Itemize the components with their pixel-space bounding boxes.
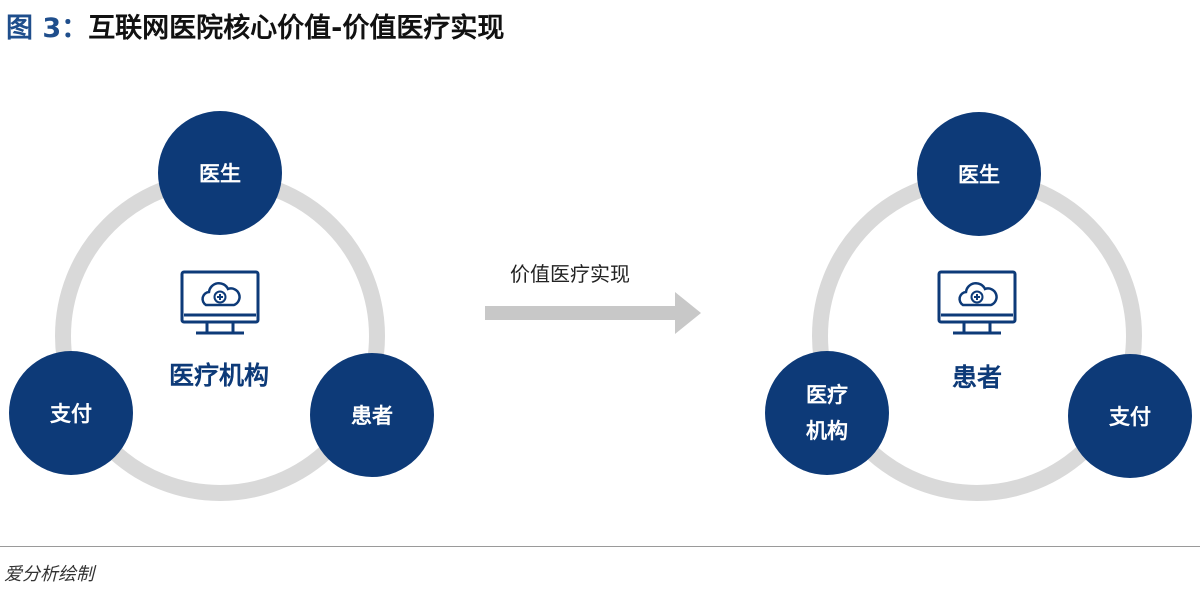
- footer-divider: [0, 546, 1200, 547]
- left-center-label: 医疗机构: [168, 361, 270, 390]
- left-node-doctor: 医生: [158, 111, 282, 235]
- right-node-doctor: 医生: [917, 112, 1041, 236]
- arrow-label: 价值医疗实现: [510, 262, 630, 286]
- right-node-institution: 医疗 机构: [765, 351, 889, 475]
- figure-number: 图 3：: [6, 13, 89, 44]
- right-node-payment: 支付: [1068, 354, 1192, 478]
- page-title: 图 3：互联网医院核心价值-价值医疗实现: [6, 6, 504, 45]
- monitor-cloud-icon: [937, 270, 1017, 335]
- monitor-cloud-icon: [180, 270, 260, 335]
- left-node-patient: 患者: [310, 353, 434, 477]
- figure-title: 互联网医院核心价值-价值医疗实现: [88, 13, 505, 44]
- left-node-payment: 支付: [9, 351, 133, 475]
- right-center-label: 患者: [951, 363, 1003, 392]
- source-note: 爱分析绘制: [4, 564, 94, 585]
- arrow-right-icon: [485, 292, 701, 334]
